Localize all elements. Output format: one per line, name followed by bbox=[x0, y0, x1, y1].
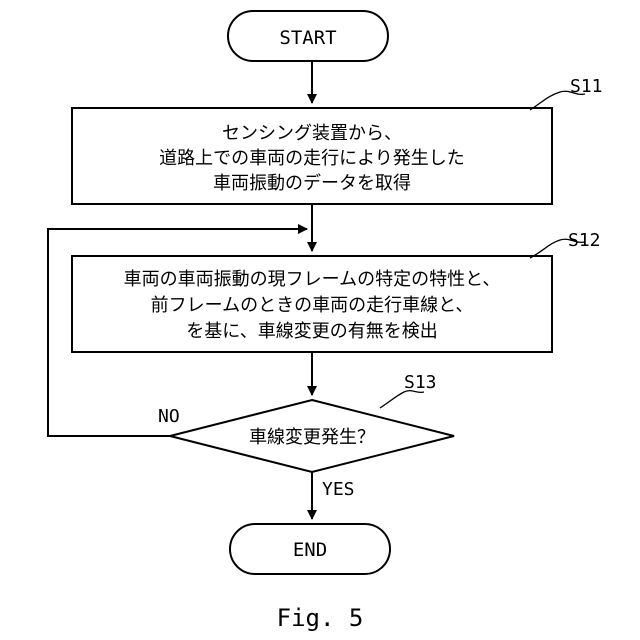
step-s12-line-3: を基に、車線変更の有無を検出 bbox=[186, 321, 437, 342]
start-terminal: START bbox=[228, 11, 388, 61]
end-label: END bbox=[293, 539, 327, 561]
step-s11-line-3: 車両振動のデータを取得 bbox=[213, 173, 411, 194]
yes-label: YES bbox=[322, 479, 355, 500]
step-s12-label: S12 bbox=[530, 230, 601, 258]
start-label: START bbox=[279, 27, 336, 49]
step-s11-line-2: 道路上での車両の走行により発生した bbox=[159, 148, 465, 169]
decision-text: 車線変更発生？ bbox=[249, 427, 375, 448]
decision-s13-label: S13 bbox=[380, 372, 437, 408]
step-s11-id: S11 bbox=[570, 76, 603, 97]
step-s12-id: S12 bbox=[568, 230, 601, 251]
decision-s13: 車線変更発生？ bbox=[170, 400, 454, 472]
figure-caption: Fig. 5 bbox=[277, 604, 364, 632]
step-s12-line-2: 前フレームのときの車両の走行車線と、 bbox=[151, 295, 474, 316]
no-label: NO bbox=[158, 406, 180, 427]
step-s11: センシング装置から、 道路上での車両の走行により発生した 車両振動のデータを取得 bbox=[72, 108, 552, 204]
step-s12-line-1: 車両の車両振動の現フレームの特定の特性と、 bbox=[124, 269, 501, 290]
decision-id: S13 bbox=[404, 372, 437, 393]
yes-branch: YES bbox=[312, 472, 355, 519]
end-terminal: END bbox=[230, 524, 390, 574]
step-s12: 車両の車両振動の現フレームの特定の特性と、 前フレームのときの車両の走行車線と、… bbox=[72, 256, 552, 352]
step-s11-line-1: センシング装置から、 bbox=[222, 123, 402, 144]
step-s11-label: S11 bbox=[530, 76, 603, 110]
